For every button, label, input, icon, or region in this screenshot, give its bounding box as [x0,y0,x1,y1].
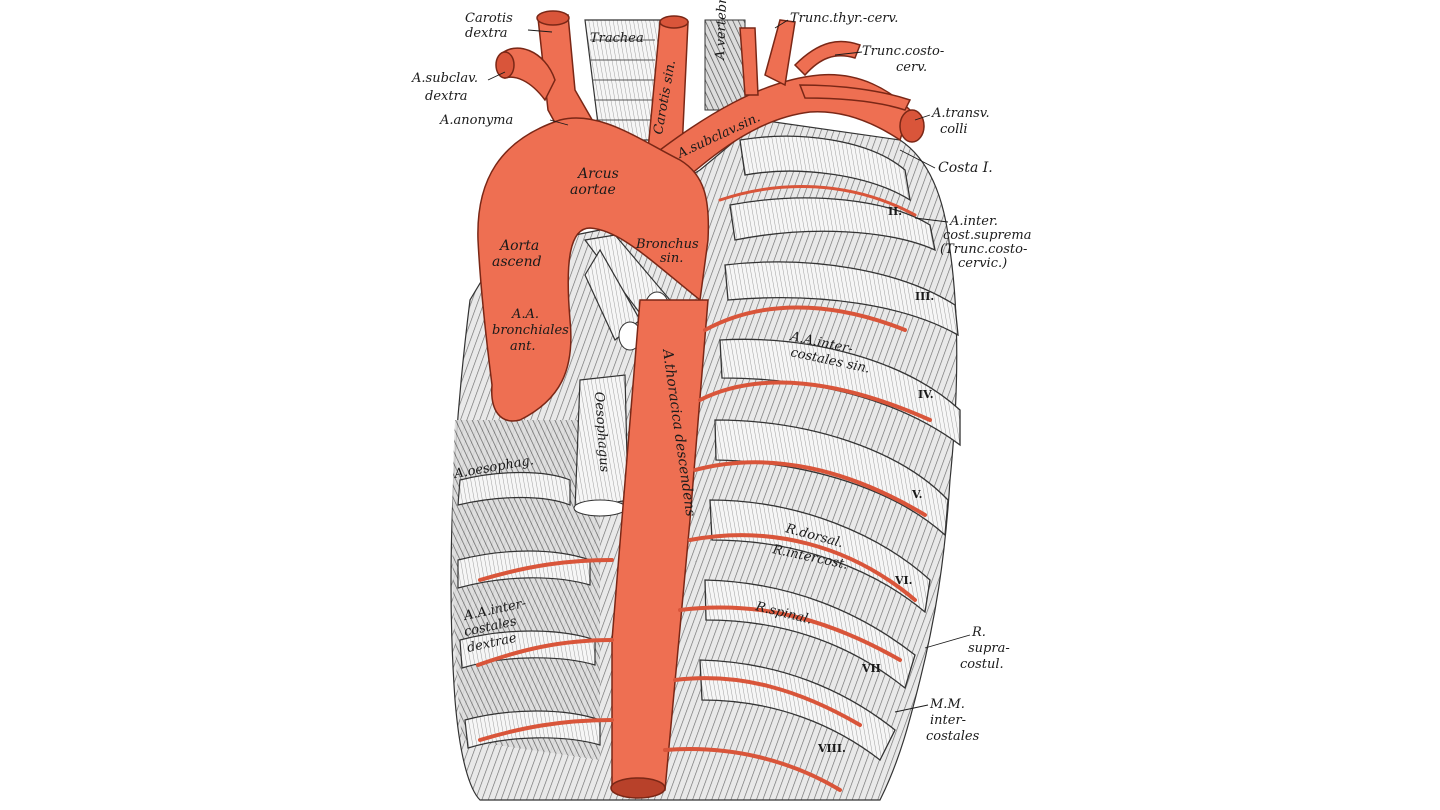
intercostal-arteries [476,185,932,792]
label-subclav-dextra: A.subclav. [411,71,478,86]
label-aorta-asc-2: ascend [492,254,542,270]
rib-numeral-iii: III. [915,290,934,303]
label-mm-intercostales: M.M. [929,697,965,712]
rib-8 [699,659,896,761]
label-anonyma: A.anonyma [439,113,513,128]
label-transv-colli: A.transv. [931,106,990,121]
label-carotis-dextra-2: dextra [465,26,508,41]
label-vertebr: A.vertebr. [713,0,730,61]
label-bronchus: Bronchus [635,237,699,252]
rib-numeral-vi: VI. [894,574,913,587]
label-bronchiales-2: bronchiales [492,323,569,338]
label-mm-intercostales-3: costales [926,729,980,744]
rib-5 [714,419,949,537]
oesophagus-group [573,374,629,517]
label-trachea: Trachea [590,31,644,46]
label-intercost-suprema-4: cervic.) [958,256,1007,271]
ribs [699,135,961,761]
rib-numeral-iv: IV. [918,388,934,401]
label-trunc-costo-2: cerv. [896,60,927,75]
rib-numeral-v: V. [911,488,922,501]
label-mm-intercostales-2: inter- [930,713,966,728]
rib-numerals: II. III. IV. V. VI. VII VIII. [817,205,934,755]
rib-7 [704,579,916,690]
arcus-aortae [477,117,710,422]
label-costa-1: Costa I. [938,160,993,176]
label-trunc-thyr: Trunc.thyr.-cerv. [790,11,898,26]
label-arcus: Arcus [576,166,619,182]
labels-left: Carotis dextra A.subclav. dextra A.anony… [411,11,513,128]
vertebralis [739,27,759,96]
truncus-costocervicalis [793,40,861,77]
rib-1 [739,135,911,202]
label-bronchus-2: sin. [660,251,683,266]
rib-2 [729,197,936,252]
label-bronchiales: A.A. [511,307,539,322]
labels-right: Trunc.thyr.-cerv. Trunc.costo- cerv. A.t… [790,11,1032,744]
leader-lines [487,19,971,713]
rib-numeral-vii: VII [861,662,881,675]
label-oesophagus: Oesophagus [591,391,612,473]
aorta-vessels [477,10,925,799]
label-r-supracostul: R. [971,625,986,640]
label-arcus-2: aortae [570,182,616,198]
label-carotis-dextra: Carotis [465,11,513,26]
truncus-thyreocervicalis [764,19,796,87]
label-r-supracostul-3: costul. [960,657,1004,672]
label-trunc-costo: Trunc.costo- [862,44,944,59]
label-intercost-suprema-3: (Trunc.costo- [940,242,1027,257]
rib-numeral-viii: VIII. [817,742,846,755]
rib-3 [724,261,959,337]
rib-numeral-ii: II. [888,205,902,218]
label-intercost-suprema-2: cost.suprema [943,228,1032,243]
label-bronchiales-3: ant. [510,339,535,354]
label-subclav-dextra-2: dextra [425,89,468,104]
label-r-supracostul-2: supra- [968,641,1010,656]
label-aorta-asc: Aorta [498,238,539,254]
rib-6 [709,499,931,614]
label-transv-colli-2: colli [940,122,968,137]
posterior-tissue-left [452,420,600,760]
label-intercost-suprema: A.inter. [949,214,998,229]
